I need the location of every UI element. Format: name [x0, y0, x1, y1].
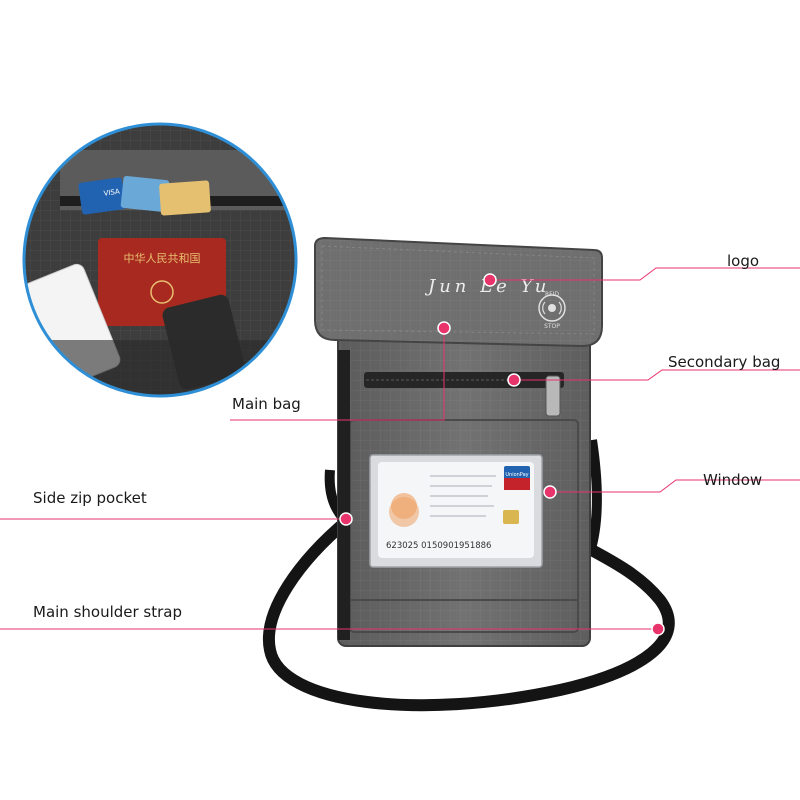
- unionpay-badge: UnionPay: [505, 472, 528, 478]
- callout-side-zip-pocket-label: Side zip pocket: [33, 489, 147, 507]
- callout-main-shoulder-strap-label: Main shoulder strap: [33, 603, 183, 621]
- brand-logo: Jun Le Yu: [424, 276, 550, 297]
- callout-logo-label: logo: [727, 252, 760, 270]
- side-zip-pocket-marker: [339, 512, 353, 526]
- callout-secondary-bag-label: Secondary bag: [668, 353, 781, 371]
- main-shoulder-strap-marker: [651, 622, 665, 636]
- passport-title: 中华人民共和国: [124, 251, 201, 265]
- side-zip: [338, 350, 350, 640]
- window-marker: [543, 485, 557, 499]
- card-window: UnionPay 623025 0150901951886: [369, 454, 543, 568]
- main-bag-marker: [437, 321, 451, 335]
- callout-main-bag-label: Main bag: [232, 395, 301, 413]
- callout-dots: [339, 273, 665, 636]
- zoom-card-text: VISA: [103, 187, 120, 197]
- rfid-stop-badge: RFID STOP: [538, 291, 566, 330]
- callout-lines: [0, 267, 800, 630]
- zoom-detail: VISA 中华人民共和国: [22, 122, 298, 398]
- bag-flap: [314, 236, 603, 348]
- secondary-bag-marker: [507, 373, 521, 387]
- rfid-text: RFID: [545, 291, 559, 298]
- logo-marker: [483, 273, 497, 287]
- callout-window-label: Window: [703, 471, 763, 489]
- id-card-number: 623025 0150901951886: [386, 541, 491, 551]
- stop-text: STOP: [544, 323, 560, 330]
